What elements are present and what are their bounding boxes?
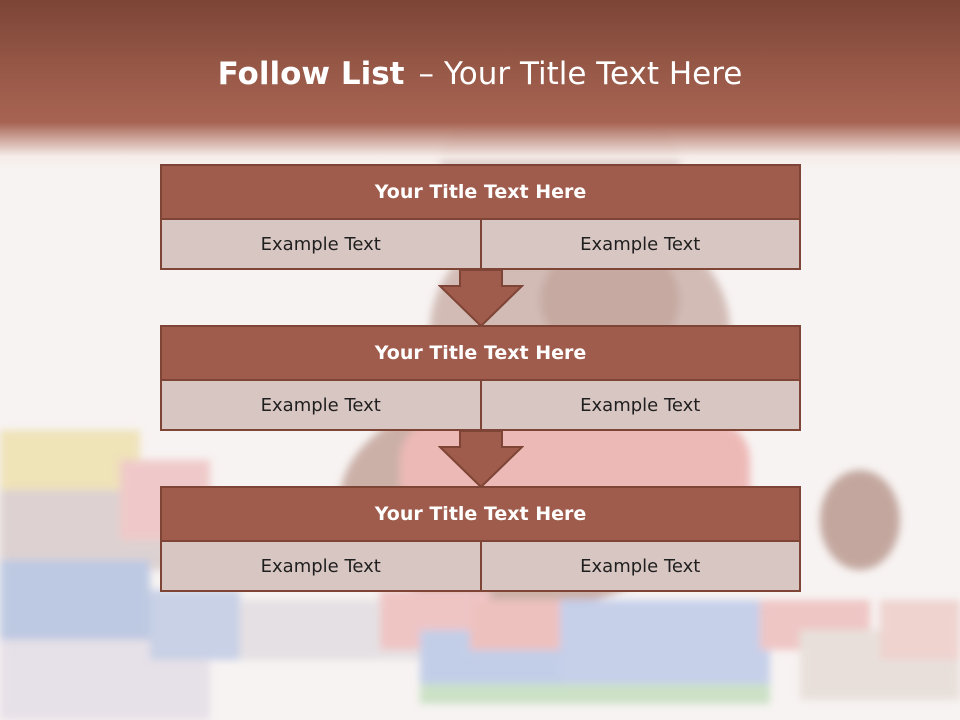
block-title: Your Title Text Here	[160, 164, 801, 220]
slide-title-dash: –	[418, 56, 434, 92]
block-cell-left: Example Text	[160, 220, 482, 270]
header-band	[0, 0, 960, 170]
block-cell-left: Example Text	[160, 381, 482, 431]
list-block-1: Your Title Text Here Example Text Exampl…	[160, 164, 801, 270]
block-cell-right: Example Text	[481, 220, 801, 270]
block-cell-right: Example Text	[481, 542, 801, 592]
block-title: Your Title Text Here	[160, 486, 801, 542]
block-row: Example Text Example Text	[160, 542, 801, 592]
list-block-3: Your Title Text Here Example Text Exampl…	[160, 486, 801, 592]
block-row: Example Text Example Text	[160, 381, 801, 431]
slide-title: Follow List–Your Title Text Here	[0, 56, 960, 92]
list-block-2: Your Title Text Here Example Text Exampl…	[160, 325, 801, 431]
block-row: Example Text Example Text	[160, 220, 801, 270]
down-arrow-icon	[438, 269, 524, 328]
block-cell-left: Example Text	[160, 542, 482, 592]
down-arrow-icon	[438, 430, 524, 489]
block-cell-right: Example Text	[481, 381, 801, 431]
block-title: Your Title Text Here	[160, 325, 801, 381]
slide-title-rest: Your Title Text Here	[443, 56, 743, 92]
slide-title-bold: Follow List	[217, 56, 405, 92]
